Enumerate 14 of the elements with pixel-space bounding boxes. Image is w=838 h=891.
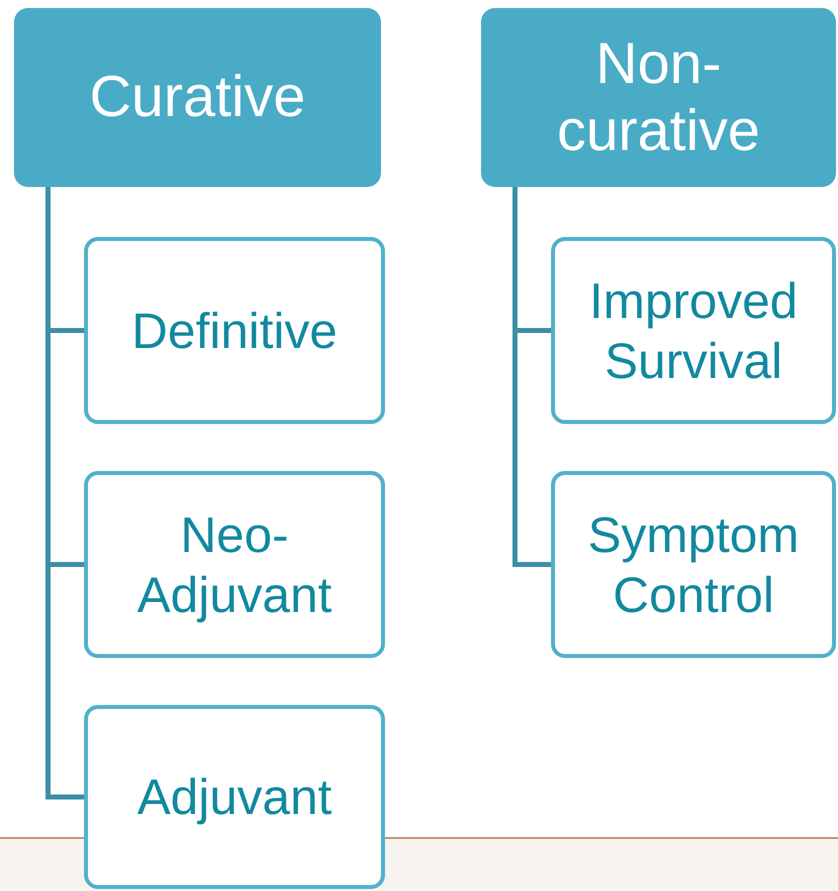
category-box (14, 8, 381, 187)
subcategory-box (84, 705, 385, 889)
box-label: Adjuvant (136, 768, 333, 827)
subcategory-box (84, 237, 385, 424)
subcategory-box (84, 471, 385, 658)
box-label: Neo- Adjuvant (136, 506, 333, 624)
box-label: Non- curative (556, 30, 762, 164)
box-label: Curative (88, 64, 306, 131)
box-label: Definitive (130, 302, 338, 360)
subcategory-box (551, 237, 836, 424)
box-label: Improved Survival (588, 272, 799, 390)
subcategory-box (551, 471, 836, 658)
box-label: Symptom Control (586, 506, 800, 624)
category-box (481, 8, 836, 187)
